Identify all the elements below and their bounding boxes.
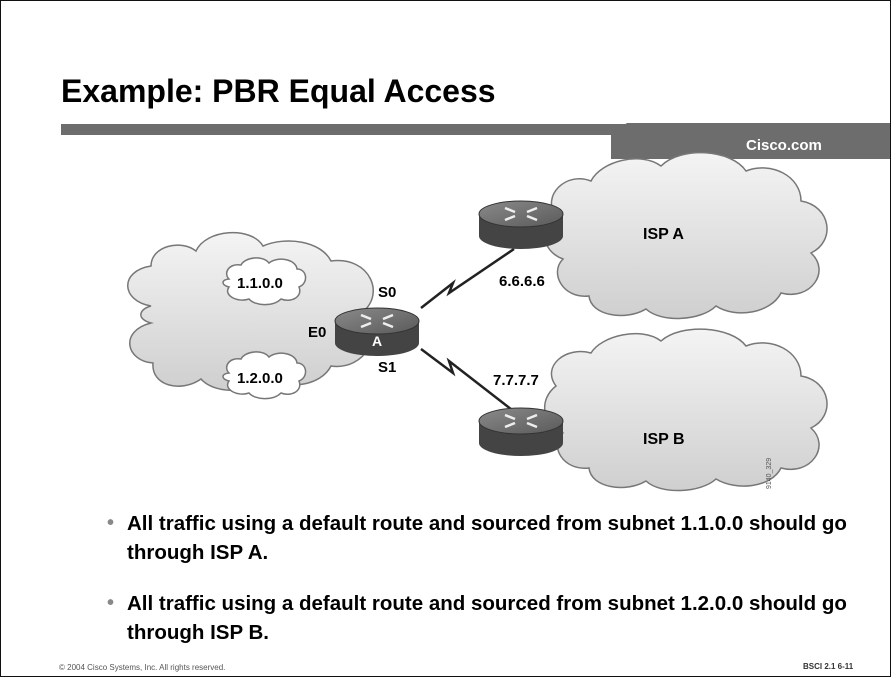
serial-link-isp-a bbox=[420, 247, 515, 309]
serial-link-isp-b bbox=[420, 348, 517, 414]
slide-number-footer: BSCI 2.1 6-11 bbox=[803, 662, 854, 671]
subnet-1-label: 1.1.0.0 bbox=[237, 275, 283, 292]
isp-a-label: ISP A bbox=[643, 226, 684, 243]
subnet-cloud-2: 1.2.0.0 bbox=[222, 351, 307, 400]
isp-b-router-icon bbox=[478, 407, 564, 456]
bullet-item: • All traffic using a default route and … bbox=[107, 509, 867, 567]
isp-a-cloud: ISP A bbox=[543, 151, 828, 320]
router-a-label: A bbox=[372, 333, 382, 349]
title-underline-bar bbox=[61, 124, 890, 135]
subnet-cloud-1: 1.1.0.0 bbox=[222, 257, 307, 306]
subnet-2-label: 1.2.0.0 bbox=[237, 370, 283, 387]
isp-a-router-icon bbox=[478, 200, 564, 249]
interface-s1-label: S1 bbox=[378, 359, 396, 376]
network-diagram: 1.1.0.0 1.2.0.0 ISP A ISP B bbox=[127, 151, 828, 492]
slide-title: Example: PBR Equal Access bbox=[61, 73, 496, 109]
bullet-list: • All traffic using a default route and … bbox=[107, 509, 867, 669]
brand-band bbox=[611, 123, 890, 159]
interface-e0-label: E0 bbox=[308, 324, 326, 341]
bullet-text: All traffic using a default route and so… bbox=[127, 592, 847, 644]
bullet-dot-icon: • bbox=[107, 592, 115, 614]
cisco-brand-label: Cisco.com bbox=[746, 137, 822, 154]
isp-b-address-label: 7.7.7.7 bbox=[493, 372, 539, 389]
isp-b-cloud: ISP B bbox=[543, 328, 828, 492]
bullet-dot-icon: • bbox=[107, 512, 115, 534]
isp-a-address-label: 6.6.6.6 bbox=[499, 273, 545, 290]
interface-s0-label: S0 bbox=[378, 284, 396, 301]
figure-id-label: 9140_329 bbox=[766, 458, 773, 489]
bullet-item: • All traffic using a default route and … bbox=[107, 589, 867, 647]
isp-b-label: ISP B bbox=[643, 431, 685, 448]
copyright-footer: © 2004 Cisco Systems, Inc. All rights re… bbox=[59, 663, 226, 672]
router-a-icon: A bbox=[334, 307, 420, 356]
bullet-text: All traffic using a default route and so… bbox=[127, 512, 847, 564]
